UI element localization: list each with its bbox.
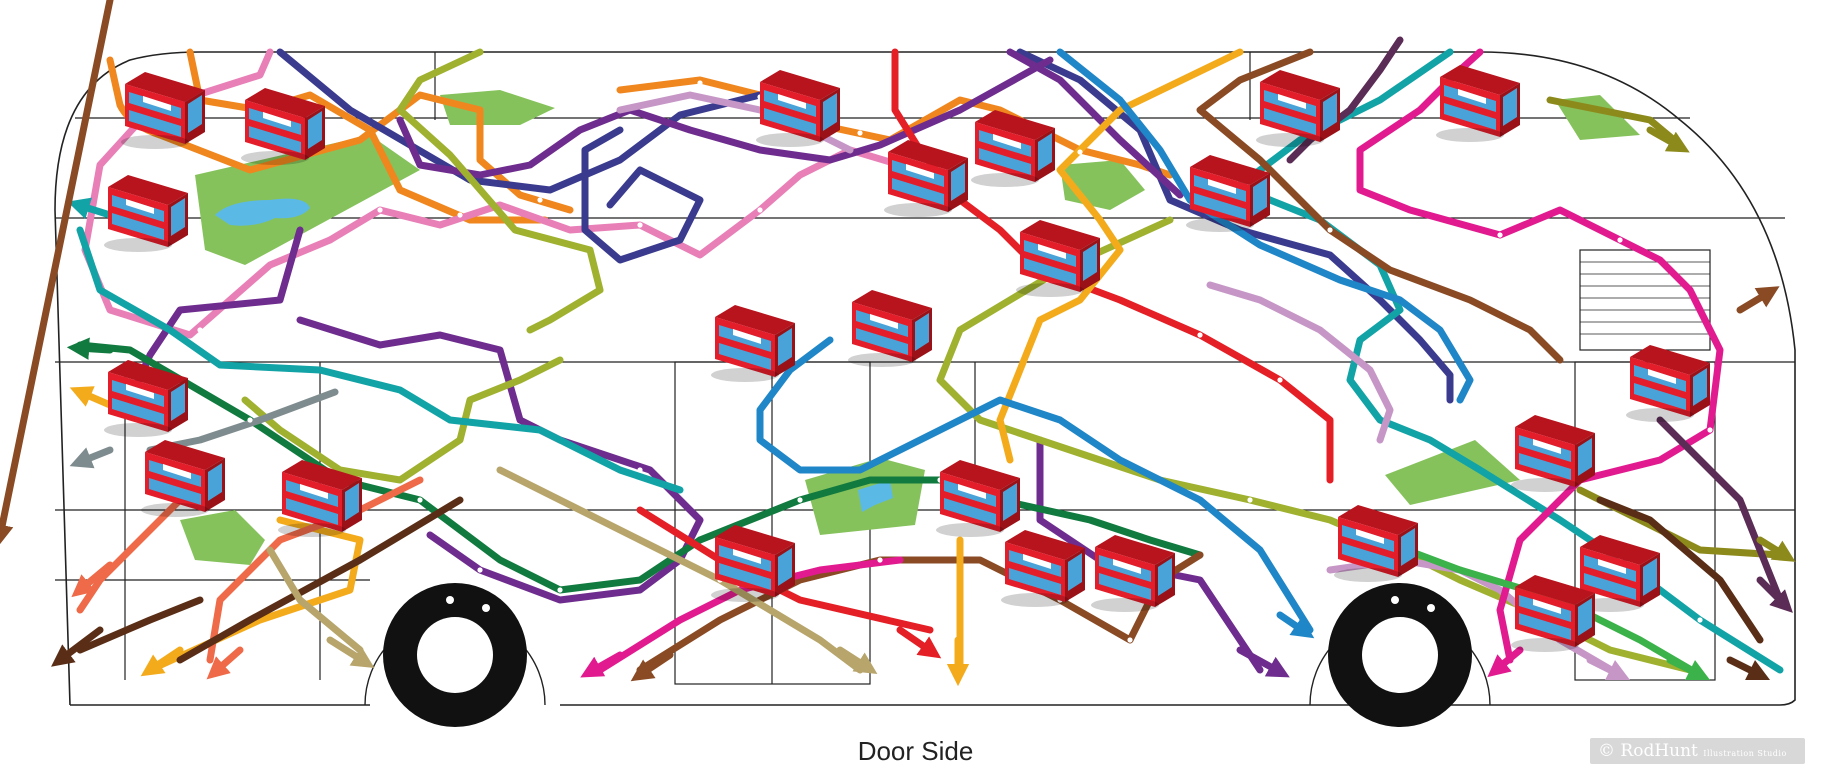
- bus-icon: [104, 175, 188, 252]
- arrow-icon: [1236, 646, 1290, 678]
- arrow-icon: [1726, 656, 1771, 681]
- arrow-icon: [630, 651, 674, 682]
- arrow-icon: [1586, 656, 1631, 681]
- arrow-icon: [1276, 611, 1315, 639]
- wheel-icon: [1328, 583, 1472, 727]
- bus-icon: [1511, 415, 1595, 492]
- bus-icon: [1626, 345, 1710, 422]
- arrow-icon: [896, 626, 942, 659]
- bus-icon: [1256, 70, 1340, 147]
- bus-icon: [756, 70, 840, 147]
- bus-icon: [1186, 155, 1270, 232]
- arrow-icon: [69, 446, 114, 469]
- arrow-icon: [67, 197, 114, 220]
- arrow-icon: [69, 386, 114, 409]
- arrow-icon: [1487, 646, 1524, 678]
- credit-name: © RodHunt: [1598, 741, 1698, 761]
- bus-icon: [884, 140, 968, 217]
- arrow-icon: [0, 0, 114, 547]
- bus-icon: [936, 460, 1020, 537]
- bus-icon: [711, 525, 795, 602]
- arrow-icon: [1756, 536, 1796, 562]
- bus-icon: [104, 360, 188, 437]
- arrow-icon: [326, 636, 375, 668]
- arrow-icon: [140, 646, 184, 677]
- wheel-icon: [383, 583, 527, 727]
- arrow-icon: [1756, 576, 1793, 613]
- caption-door-side: Door Side: [857, 736, 974, 766]
- arrow-icon: [71, 561, 114, 598]
- arrow-icon: [1646, 126, 1690, 153]
- arrow-icon: [836, 646, 878, 675]
- bus-icon: [971, 110, 1055, 187]
- arrow-icon: [1736, 286, 1780, 314]
- water: [215, 198, 893, 512]
- arrow-icon: [206, 646, 244, 680]
- bus-icon: [121, 72, 205, 149]
- arrow-icon: [66, 337, 114, 360]
- arrow-icon: [580, 651, 624, 678]
- bus-icon: [848, 290, 932, 367]
- arrow-icon: [51, 626, 104, 667]
- credit-studio: Illustration Studio: [1703, 749, 1787, 758]
- bus-icon: [1016, 220, 1100, 297]
- bus-icon: [711, 305, 795, 382]
- arrow-icon: [1666, 656, 1711, 681]
- credit-watermark: © RodHunt Illustration Studio: [1590, 738, 1805, 764]
- bus-icon: [1436, 65, 1520, 142]
- bus-icon: [1334, 505, 1418, 582]
- route-arrows: [0, 0, 1796, 687]
- bus-icon: [141, 440, 225, 517]
